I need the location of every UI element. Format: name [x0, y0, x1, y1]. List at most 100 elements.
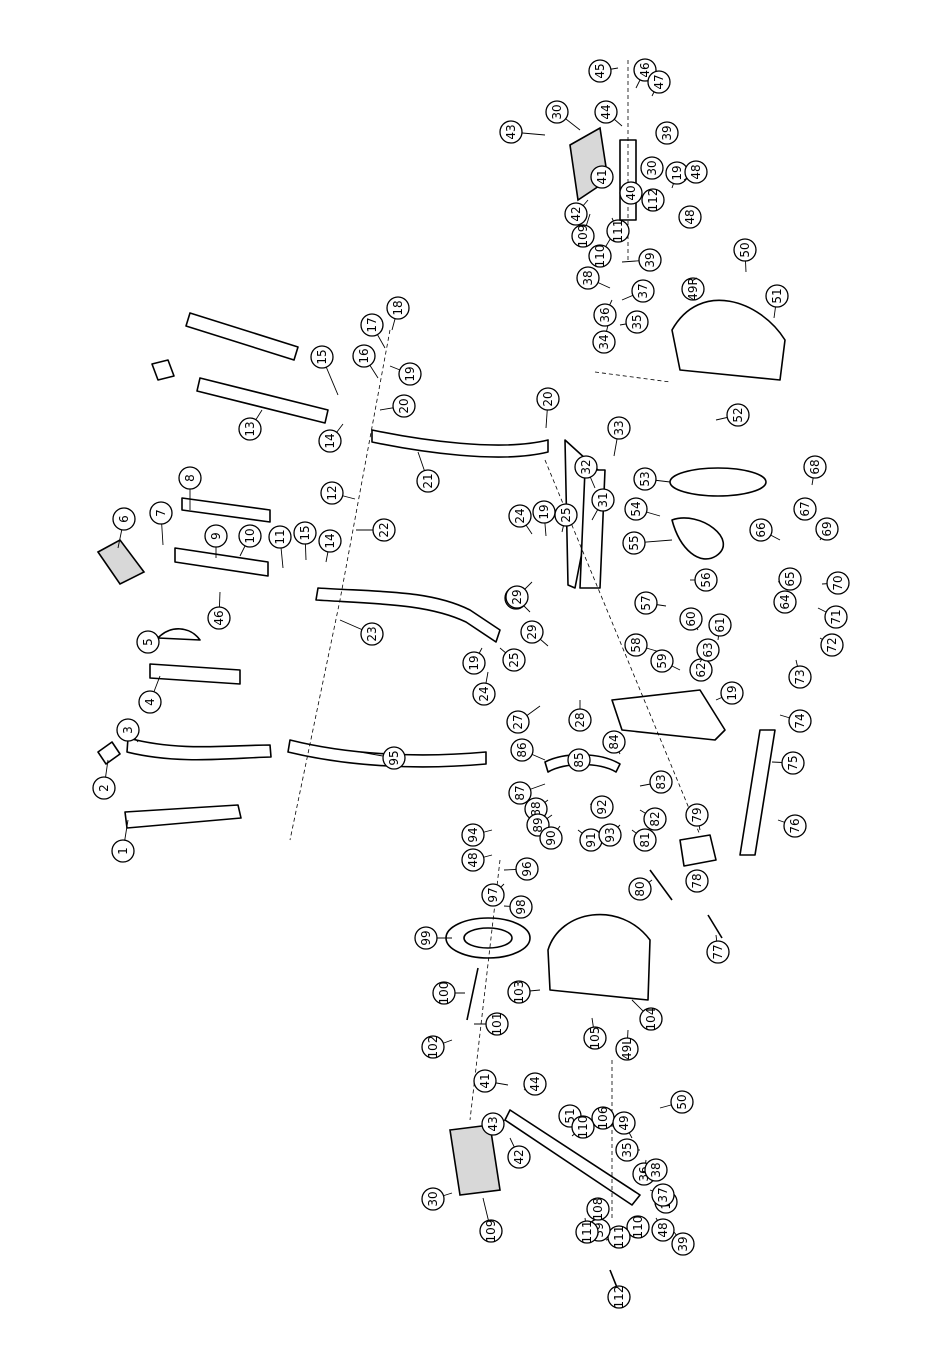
callout-circle: [631, 279, 655, 303]
callout-circle: [382, 746, 406, 770]
upper-stabilizer-part-21: [371, 429, 549, 458]
callout-number: 63: [701, 642, 715, 657]
callout-circle: [352, 344, 376, 368]
callout-number: 9: [209, 532, 223, 540]
callout-50: 50: [733, 238, 757, 273]
callout-number: 6: [117, 515, 131, 523]
callout-92: 92: [589, 795, 614, 819]
callout-number: 48: [683, 209, 697, 224]
callout-68: 68: [803, 455, 827, 486]
callout-48: 48: [461, 848, 493, 872]
callout-83: 83: [639, 770, 673, 794]
callout-70: 70: [821, 571, 850, 595]
callout-93: 93: [598, 823, 622, 847]
rod-part-82: [649, 869, 673, 901]
callout-number: 80: [633, 881, 647, 896]
callout-number: 24: [477, 686, 491, 701]
callout-number: 41: [478, 1073, 492, 1088]
seat-post-part-32: [579, 469, 606, 589]
callout-circle: [708, 613, 732, 637]
callout-circle: [507, 980, 531, 1004]
callout-circle: [694, 568, 718, 592]
callout-number: 66: [754, 522, 768, 537]
callout-31: 31: [591, 488, 615, 521]
callout-circle: [506, 710, 530, 734]
callout-number: 65: [783, 571, 797, 586]
callout-42: 42: [564, 199, 589, 226]
callout-number: 48: [656, 1222, 670, 1237]
callout-10: 10: [238, 524, 262, 557]
callout-97: 97: [481, 883, 505, 907]
callout-number: 58: [629, 637, 643, 652]
callout-101: 101: [474, 1012, 509, 1036]
callout-15: 15: [293, 521, 317, 561]
callout-number: 15: [298, 525, 312, 540]
callout-20: 20: [536, 387, 560, 429]
callout-circle: [783, 814, 807, 838]
callout-45: 45: [588, 59, 619, 83]
callout-number: 25: [507, 652, 521, 667]
callout-number: 2: [97, 784, 111, 792]
callout-number: 61: [713, 617, 727, 632]
callout-30: 30: [421, 1187, 453, 1211]
pulley-part-53: [669, 467, 767, 497]
callout-77: 77: [706, 934, 730, 964]
callout-circle: [626, 1215, 650, 1239]
callout-circle: [479, 1219, 503, 1243]
callout-112: 112: [641, 188, 665, 212]
callout-circle: [788, 665, 812, 689]
callout-number: 69: [820, 521, 834, 536]
callout-circle: [520, 620, 544, 644]
callout-circle: [720, 681, 744, 705]
callout-number: 43: [504, 124, 518, 139]
callout-number: 106: [596, 1107, 610, 1130]
callout-circle: [111, 839, 135, 863]
callout-number: 29: [525, 624, 539, 639]
callout-circle: [628, 877, 652, 901]
callout-circle: [639, 1007, 663, 1031]
callout-35: 35: [619, 310, 649, 334]
callout-40: 40: [619, 181, 643, 205]
callout-number: 62: [694, 662, 708, 677]
callout-8: 8: [178, 466, 202, 510]
callout-circle: [598, 823, 622, 847]
callout-circle: [536, 387, 560, 411]
callout-49: 49: [612, 1111, 636, 1139]
callout-circle: [602, 730, 626, 754]
callout-number: 85: [572, 752, 586, 767]
callout-30: 30: [640, 156, 664, 180]
callout-number: 105: [588, 1027, 602, 1050]
callout-23: 23: [339, 619, 384, 646]
callout-110: 110: [626, 1215, 650, 1239]
callout-circle: [576, 266, 600, 290]
callout-circle: [671, 1232, 695, 1256]
callout-39: 39: [655, 121, 679, 145]
callout-28: 28: [568, 700, 592, 732]
callout-number: 17: [365, 317, 379, 332]
callout-number: 12: [325, 485, 339, 500]
callout-number: 5: [141, 638, 155, 646]
callout-number: 4: [143, 698, 157, 706]
callout-69: 69: [815, 517, 839, 541]
callout-53: 53: [633, 467, 671, 491]
callout-number: 76: [788, 818, 802, 833]
callout-circle: [510, 738, 534, 762]
callout-number: 100: [437, 982, 451, 1005]
callout-number: 78: [690, 873, 704, 888]
callout-44: 44: [523, 1072, 547, 1096]
callout-number: 111: [612, 1226, 626, 1249]
callout-12: 12: [320, 481, 356, 505]
callout-number: 77: [711, 944, 725, 959]
main-handlebar-part-23: [315, 587, 501, 643]
callout-34: 34: [592, 324, 616, 354]
callout-circle: [571, 224, 595, 248]
callout-number: 49R: [686, 277, 700, 301]
callout-24: 24: [472, 671, 496, 706]
callout-circle: [481, 883, 505, 907]
callout-circle: [651, 1218, 675, 1242]
callout-circle: [502, 648, 526, 672]
callout-circle: [508, 781, 532, 805]
callout-circle: [685, 869, 709, 893]
callout-number: 39: [660, 125, 674, 140]
callout-number: 13: [243, 421, 257, 436]
